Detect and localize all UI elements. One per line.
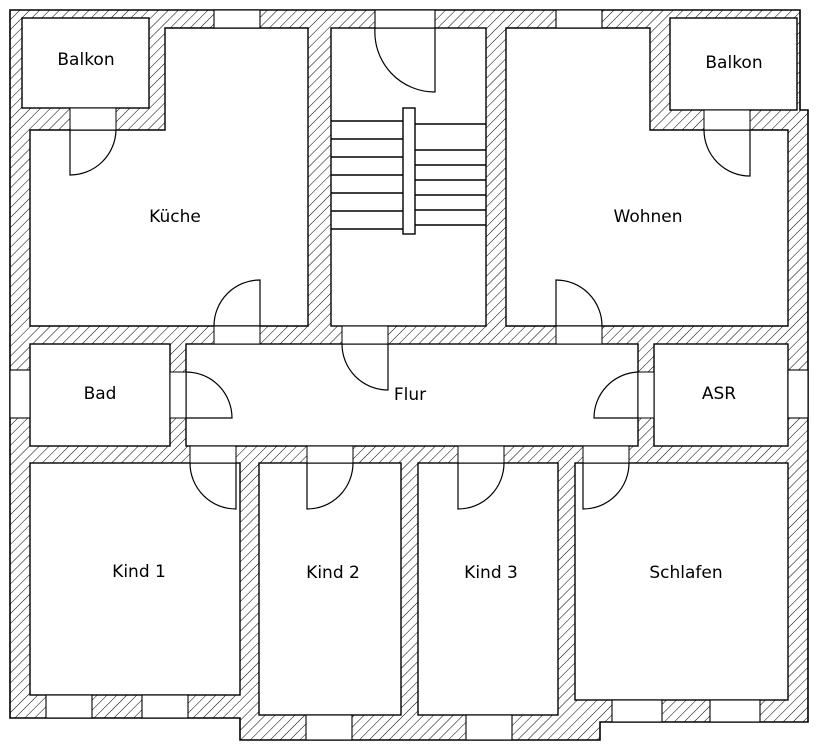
door-openings xyxy=(69,107,751,464)
label-wohnen: Wohnen xyxy=(614,207,683,227)
room-wohnen xyxy=(505,27,789,327)
door-swings xyxy=(69,27,751,510)
label-schlafen: Schlafen xyxy=(649,563,722,583)
room-flur xyxy=(185,343,639,447)
label-asr: ASR xyxy=(702,384,736,404)
label-kind3: Kind 3 xyxy=(464,563,518,583)
room-kind1 xyxy=(29,462,241,696)
label-balkon-right: Balkon xyxy=(705,53,762,73)
label-kind2: Kind 2 xyxy=(306,563,360,583)
room-kueche xyxy=(29,27,309,327)
staircase xyxy=(331,107,486,235)
room-bad xyxy=(29,343,171,447)
label-kueche: Küche xyxy=(149,207,201,227)
label-kind1: Kind 1 xyxy=(112,562,166,582)
windows xyxy=(9,9,809,741)
label-bad: Bad xyxy=(84,384,117,404)
room-kind2 xyxy=(258,462,402,716)
label-flur: Flur xyxy=(394,385,426,405)
room-asr xyxy=(653,343,789,447)
room-labels: Balkon Balkon Küche Wohnen Bad Flur ASR … xyxy=(57,50,762,583)
room-schlafen xyxy=(574,462,789,701)
room-kind3 xyxy=(417,462,559,716)
label-balkon-left: Balkon xyxy=(57,50,114,70)
room-balkon-left xyxy=(21,17,150,109)
